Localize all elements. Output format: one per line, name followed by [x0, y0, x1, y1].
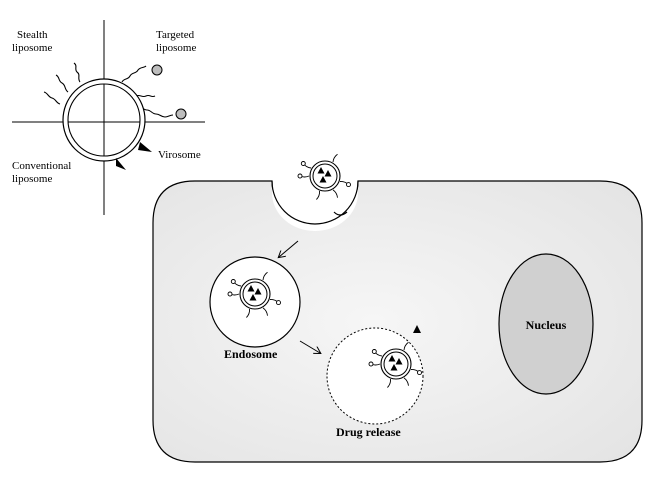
stealth-peg-chain — [55, 74, 69, 93]
arrow-endosome-to-release — [299, 340, 320, 353]
drug-triangle — [249, 294, 257, 301]
liposome-types-panel: Stealth liposome Targeted liposome Conve… — [12, 20, 205, 215]
mini-ligand — [276, 300, 281, 306]
targeted-peg-chain — [135, 94, 156, 98]
drug-triangle — [324, 170, 332, 177]
drug-triangle — [317, 167, 325, 174]
label-stealth-line2: liposome — [12, 42, 52, 54]
mini-ligand — [227, 291, 233, 297]
viral-spike-protein — [116, 158, 126, 170]
drug-triangle — [319, 176, 327, 183]
mini-ligand — [297, 173, 303, 179]
targeting-ligand — [151, 64, 163, 76]
label-conventional-line1: Conventional — [12, 160, 71, 172]
mini-liposome — [227, 271, 281, 318]
mini-peg-chain — [332, 153, 338, 163]
mini-ligand — [230, 279, 236, 284]
mini-ligand — [300, 161, 306, 166]
stealth-peg-chain — [43, 91, 61, 105]
drug-triangle — [247, 285, 255, 292]
label-targeted-line2: liposome — [156, 42, 196, 54]
drug-release-vesicle — [326, 327, 424, 425]
mini-peg-chain — [403, 341, 409, 351]
drug-triangle — [395, 358, 403, 365]
arrow-pocket-to-endosome — [279, 240, 299, 257]
mini-ligand — [368, 361, 374, 367]
label-stealth-line1: Stealth — [17, 29, 48, 41]
mini-ligand — [371, 349, 377, 354]
mini-ligand — [346, 182, 351, 188]
label-virosome: Virosome — [158, 149, 201, 161]
mini-ligand — [417, 370, 422, 376]
viral-spike-protein — [138, 142, 152, 152]
label-drug-release: Drug release — [336, 425, 401, 439]
receptor-icon — [333, 211, 348, 216]
drug-loaded-liposomes — [227, 153, 422, 388]
nucleus — [498, 253, 594, 395]
targeted-peg-chain — [121, 65, 147, 83]
released-drug-triangle — [413, 325, 421, 333]
drug-triangle — [254, 288, 262, 295]
stealth-peg-chain — [73, 62, 81, 83]
label-nucleus: Nucleus — [526, 318, 567, 332]
mini-peg-chain — [387, 378, 391, 388]
mini-liposome — [297, 153, 351, 200]
mini-peg-chain — [403, 377, 409, 386]
drug-triangle — [390, 364, 398, 371]
endocytic-pocket-edge — [271, 180, 359, 225]
mini-peg-chain — [316, 190, 320, 200]
label-endosome: Endosome — [224, 347, 278, 361]
drug-triangle — [388, 355, 396, 362]
mini-liposome — [368, 341, 422, 388]
targeting-ligand — [175, 108, 187, 120]
label-targeted-line1: Targeted — [156, 29, 195, 41]
label-conventional-line2: liposome — [12, 173, 52, 185]
mini-peg-chain — [246, 308, 250, 318]
cell: Endosome Drug release Nucleus — [152, 155, 643, 463]
mini-peg-chain — [332, 189, 338, 198]
mini-peg-chain — [262, 307, 268, 316]
mini-peg-chain — [262, 271, 268, 281]
